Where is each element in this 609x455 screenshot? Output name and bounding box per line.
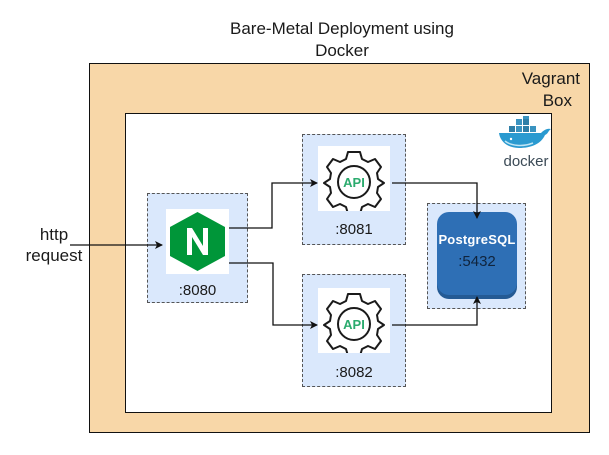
- postgres-label: PostgreSQL: [438, 232, 516, 247]
- api-container-1[interactable]: API :8081: [302, 134, 406, 245]
- api-badge-1: API: [343, 175, 365, 190]
- api-gear-icon: API: [323, 293, 385, 357]
- vagrant-box-label: Vagrant Box: [500, 68, 580, 112]
- title-line-1: Bare-Metal Deployment using: [230, 19, 454, 38]
- nginx-icon-frame: [166, 209, 229, 274]
- http-request-label: http request: [18, 224, 90, 266]
- nginx-port: :8080: [178, 282, 217, 299]
- postgres-port: :5432: [458, 253, 496, 270]
- api-icon-frame-2: API: [318, 288, 390, 357]
- api-badge-2: API: [343, 317, 365, 332]
- vagrant-label-line-2: Box: [542, 91, 572, 110]
- http-label-line-2: request: [25, 246, 83, 265]
- api-icon-frame-1: API: [318, 146, 390, 215]
- postgres-database[interactable]: PostgreSQL :5432: [437, 212, 517, 295]
- nginx-container[interactable]: :8080: [147, 193, 248, 303]
- api2-port: :8082: [335, 364, 373, 381]
- title-line-2: Docker: [315, 41, 369, 60]
- http-label-line-1: http: [39, 225, 69, 244]
- api-container-2[interactable]: API :8082: [302, 274, 406, 387]
- api1-port: :8081: [335, 221, 373, 238]
- docker-logo-text: docker: [503, 153, 549, 170]
- api-gear-icon: API: [323, 151, 385, 215]
- docker-whale-icon: [499, 113, 551, 148]
- vagrant-label-line-1: Vagrant: [521, 69, 580, 88]
- docker-logo: docker: [495, 113, 557, 170]
- nginx-icon: [170, 212, 225, 271]
- diagram-title: Bare-Metal Deployment using Docker: [200, 18, 484, 62]
